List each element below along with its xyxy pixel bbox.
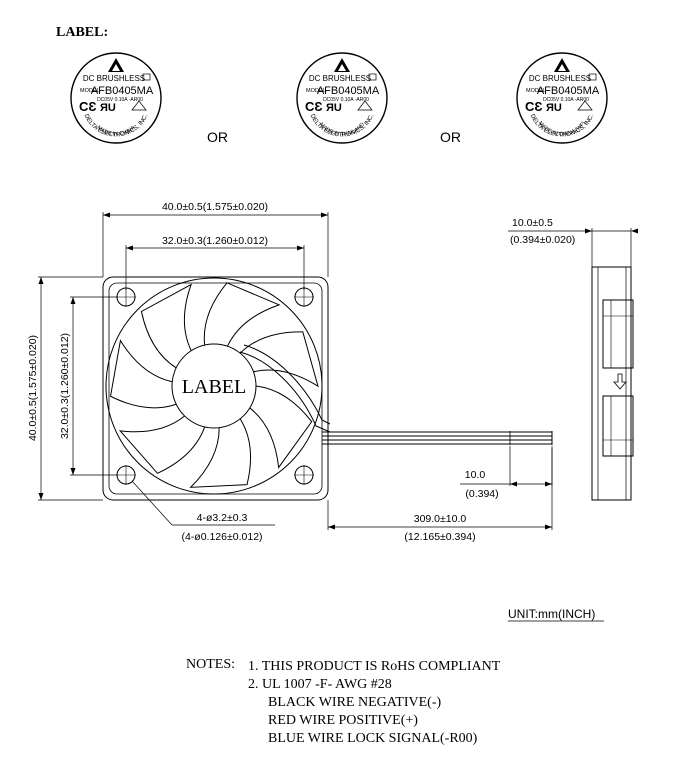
tuv-mark-icon	[577, 100, 593, 111]
label-model: AFB0405MA	[91, 85, 154, 97]
label-circle	[296, 52, 388, 144]
note-item-2: 2. UL 1007 -F- AWG #28	[248, 677, 392, 692]
or-text-2: OR	[440, 129, 461, 145]
fan-blade	[109, 339, 177, 409]
hub-label: LABEL	[182, 376, 246, 398]
dim-hole-mm: 4-ø3.2±0.3	[197, 512, 248, 524]
fan-blade	[118, 415, 206, 474]
label-heading: LABEL:	[56, 25, 108, 40]
label-box-icon	[588, 73, 597, 81]
dim-depth-mm: 10.0±0.5	[512, 217, 553, 229]
airflow-arrow-icon	[613, 373, 627, 390]
label-box-icon	[142, 73, 151, 81]
note-wire-blue: BLUE WIRE LOCK SIGNAL(-R00)	[268, 731, 478, 746]
label-model-prefix: MODEL	[526, 88, 546, 94]
label-model-prefix: MODEL	[80, 88, 100, 94]
note-wire-red: RED WIRE POSITIVE(+)	[268, 713, 418, 728]
ce-mark-icon: CƐ	[79, 99, 97, 114]
label-circle	[516, 52, 608, 144]
label-circle	[70, 52, 162, 144]
notes-header: NOTES:	[186, 657, 235, 672]
label-line-brushless: DC BRUSHLESS	[529, 74, 591, 83]
fan-hub	[171, 343, 257, 429]
unit-text: UNIT:mm(INCH)	[508, 607, 595, 621]
front-view	[102, 276, 553, 501]
label-model: AFB0405MA	[317, 85, 380, 97]
dim-strip-mm: 10.0	[465, 469, 486, 481]
fan-frame-outer	[102, 276, 329, 501]
label-box-icon	[368, 73, 377, 81]
label-model: AFB0405MA	[537, 85, 600, 97]
fan-venturi	[105, 277, 323, 495]
delta-logo-inner	[112, 64, 120, 71]
ul-mark-icon: ЯU	[100, 102, 116, 114]
ce-mark-icon: CƐ	[525, 99, 543, 114]
side-view	[591, 266, 634, 501]
dim-strip-inch: (0.394)	[465, 488, 498, 500]
dim-height-outer: 40.0±0.5(1.575±0.020)	[27, 335, 39, 441]
side-upper-block	[602, 299, 634, 369]
front-dimensions	[38, 212, 553, 530]
fan-blade	[189, 418, 252, 488]
label-rating: DC05V 0.10A -AR00	[543, 97, 589, 103]
tuv-mark-icon	[357, 100, 373, 111]
side-body	[591, 266, 632, 501]
dim-width-hole: 32.0±0.3(1.260±0.012)	[162, 235, 268, 247]
note-wire-black: BLACK WIRE NEGATIVE(-)	[268, 695, 442, 710]
ce-mark-icon: CƐ	[305, 99, 323, 114]
dim-depth-inch: (0.394±0.020)	[510, 234, 575, 246]
tuv-mark-icon	[131, 100, 147, 111]
fan-blade	[203, 282, 281, 347]
dim-height-hole: 32.0±0.3(1.260±0.012)	[59, 333, 71, 439]
fan-blade	[140, 283, 193, 369]
side-dimensions	[508, 228, 638, 267]
dim-hole-inch: (4-ø0.126±0.012)	[181, 531, 262, 543]
ul-mark-icon: ЯU	[546, 102, 562, 114]
note-item-1: 1. THIS PRODUCT IS RoHS COMPLIANT	[248, 659, 501, 674]
fan-blade	[249, 385, 313, 469]
dim-width-outer: 40.0±0.5(1.575±0.020)	[162, 201, 268, 213]
label-rating: DC05V 0.10A -AR00	[97, 97, 143, 103]
ul-mark-icon: ЯU	[326, 102, 342, 114]
side-lower-block	[602, 395, 634, 457]
label-line-brushless: DC BRUSHLESS	[83, 74, 145, 83]
lead-wires	[322, 431, 553, 445]
label-line-brushless: DC BRUSHLESS	[309, 74, 371, 83]
fan-blades	[109, 282, 319, 488]
dim-wire-length-inch: (12.165±0.394)	[404, 531, 475, 543]
dim-wire-length-mm: 309.0±10.0	[414, 513, 467, 525]
label-rating: DC05V 0.10A -AR00	[323, 97, 369, 103]
fan-blade	[239, 331, 319, 388]
label-model-prefix: MODEL	[306, 88, 326, 94]
delta-logo-inner	[338, 64, 346, 71]
delta-logo-inner	[558, 64, 566, 71]
or-text-1: OR	[207, 129, 228, 145]
